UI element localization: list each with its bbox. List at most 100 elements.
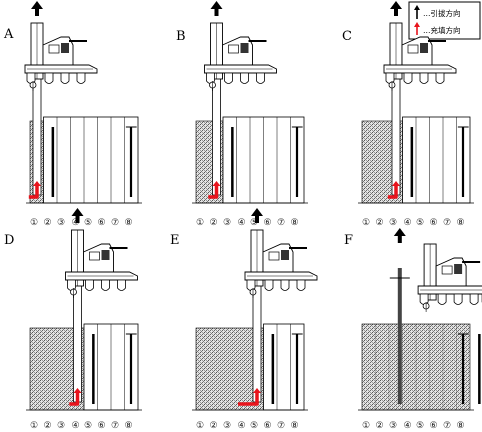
clamp-leg [60,72,70,84]
pull-arrow-icon [251,208,263,223]
position-label: ⑤ [250,421,258,431]
casing-tube [397,268,402,404]
pull-arrow-shaft [394,8,398,16]
position-label: ⑧ [457,218,465,228]
position-label: ⑤ [416,218,424,228]
cab-window [407,44,419,54]
clamp-leg [224,72,233,84]
steel-rod [129,334,133,404]
position-label: ② [44,218,52,228]
position-label: ② [44,421,52,431]
position-label: ③ [223,421,231,431]
fill-arrow-path [28,185,39,199]
steel-rod [92,334,95,404]
position-label: ③ [57,421,65,431]
pull-arrow-shaft [75,215,80,223]
filled-ground [195,327,264,411]
clamp-leg [256,72,265,84]
panel-letter: C [342,29,352,44]
position-label: ⑥ [98,218,106,228]
pile-driver-machine [417,243,482,312]
panels: A①②③④⑤⑥⑦⑧B①②③④⑤⑥⑦⑧C①②③④⑤⑥⑦⑧D①②③④⑤⑥⑦⑧E①②③… [3,1,482,431]
panel-letter: B [176,29,186,44]
position-label: ① [362,421,370,431]
red-up-arrow-icon [414,22,420,35]
position-label: ⑦ [277,421,285,431]
position-label: ⑦ [111,421,119,431]
position-label: ② [376,421,384,431]
engine-block [61,43,69,53]
fill-arrow-head [212,181,221,186]
pull-arrow-shaft [214,8,219,16]
clamp-leg [117,279,126,291]
position-label: ③ [223,218,231,228]
position-label: ⑥ [264,218,272,228]
engine-block [101,250,110,260]
position-label: ① [362,218,370,228]
clamp-leg [437,293,447,305]
steel-rod [478,334,481,404]
position-label: ④ [404,218,412,228]
pile-driver-machine [204,22,277,91]
fill-arrow-icon [208,181,221,199]
position-label: ⑧ [125,218,133,228]
position-label: ④ [404,421,412,431]
engine-block [420,43,428,53]
fill-arrow-path [238,392,259,406]
position-label: ① [196,421,204,431]
steel-rod [129,127,133,197]
pull-arrow-shaft [35,8,39,16]
engine-block [454,264,463,274]
legend-fill-label: …充填方向 [423,25,461,35]
position-label: ① [30,421,38,431]
fill-arrow-path [387,185,398,199]
steel-rod [271,334,275,404]
position-label: ⑤ [84,218,92,228]
clamp-leg [76,72,86,84]
engine-block [281,250,289,260]
position-label: ⑦ [443,218,451,228]
steel-rod [410,127,414,197]
fill-arrow-icon [69,388,82,406]
position-label: ⑥ [264,421,272,431]
cab-window [228,44,239,54]
steel-rod [295,334,299,404]
position-label: ⑧ [125,421,133,431]
position-label: ⑤ [250,218,258,228]
fill-arrow-head [253,388,261,393]
position-label: ⑧ [291,421,299,431]
panel-letter: A [3,27,14,42]
clamp-leg [469,293,479,305]
cab-window [441,265,453,275]
pull-arrow-shaft [255,215,259,223]
panel-letter: E [170,233,180,248]
position-label: ⑦ [443,421,451,431]
pile-driver-machine [383,22,457,91]
cab-window [268,251,280,261]
pull-arrow-head [31,1,43,9]
position-label: ⑦ [111,218,119,228]
pile-wall [43,116,139,204]
pull-arrow-head [210,1,223,9]
pull-arrow-icon [210,1,223,16]
pull-arrow-icon [393,228,406,243]
position-label: ④ [72,421,80,431]
panel-letter: D [4,233,14,248]
position-label: ① [196,218,204,228]
position-label: ④ [238,218,246,228]
up-arrow-icon [414,5,420,19]
fill-arrow-head [392,181,400,186]
clamp-leg [296,279,306,291]
fill-arrow-path [208,185,219,199]
steel-rod [51,127,55,197]
position-label: ⑧ [457,421,465,431]
engine-block [240,43,249,53]
clamp-leg [453,293,463,305]
fill-arrow-head [73,388,82,393]
pull-arrow-head [393,228,406,236]
fill-arrow-head [33,181,41,186]
clamp-leg [419,72,429,84]
